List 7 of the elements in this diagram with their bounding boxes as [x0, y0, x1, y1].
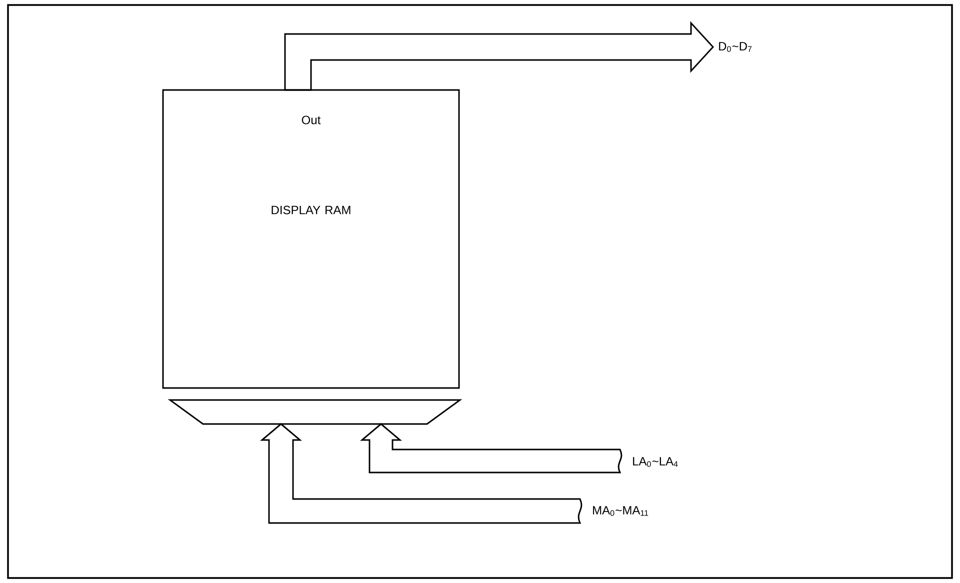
bus-label: LA$_{0}$~LA$_{4}$ — [633, 457, 678, 467]
bus-arrow — [284, 21, 714, 91]
bus-arrow — [361, 423, 622, 474]
bus-arrow — [261, 423, 582, 524]
bus-label: MA$_{0}$~MA$_{11}$ — [593, 506, 648, 516]
memory-block: Out DISPLAY RAM — [162, 89, 460, 389]
bus-label: D$_{0}$~D$_{7}$ — [719, 42, 752, 52]
